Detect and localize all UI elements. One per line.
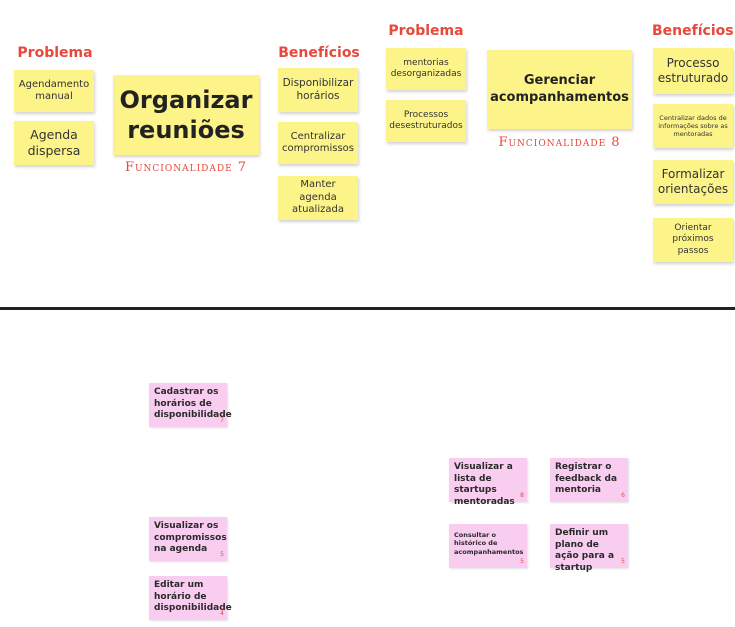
user-story-text: Definir um plano de ação para a startup xyxy=(555,528,615,574)
story-points: 5 xyxy=(220,551,224,559)
user-story-text: Visualizar os compromissos na agenda xyxy=(154,521,227,555)
feature-title-note[interactable]: Organizar reuniões xyxy=(113,75,259,155)
sticky-note-text: mentorias desorganizadas xyxy=(390,57,462,79)
sticky-note-text: Centralizar compromissos xyxy=(282,130,354,155)
beneficios-label-right: Benefícios xyxy=(652,23,734,39)
story-points: 6 xyxy=(621,492,625,500)
sticky-note-benefit[interactable]: Centralizar compromissos xyxy=(278,122,358,164)
user-story-text: Editar um horário de disponibilidade xyxy=(154,580,232,614)
sticky-note-text: Disponibilizar horários xyxy=(282,76,354,102)
problema-label-right: Problema xyxy=(388,23,464,39)
sticky-note-text: Formalizar orientações xyxy=(657,167,729,196)
sticky-note-problem[interactable]: Processos desestruturados xyxy=(386,100,466,142)
beneficios-label-left: Benefícios xyxy=(278,45,360,61)
user-story-note[interactable]: Visualizar a lista de startups mentorada… xyxy=(449,458,527,507)
sticky-note-text: Processo estruturado xyxy=(657,56,729,85)
sticky-note-text: Agenda dispersa xyxy=(27,127,81,158)
sticky-note-text: Processos desestruturados xyxy=(389,109,463,131)
sticky-note-problem[interactable]: Agendamento manual xyxy=(14,70,94,112)
story-points: 8 xyxy=(520,492,524,500)
user-story-note[interactable]: Visualizar os compromissos na agenda 5 xyxy=(149,517,227,561)
sticky-note-benefit[interactable]: Manter agenda atualizada xyxy=(278,176,358,220)
sticky-note-benefit[interactable]: Processo estruturado xyxy=(653,48,733,94)
sticky-note-problem[interactable]: mentorias desorganizadas xyxy=(386,48,466,90)
user-story-text: Visualizar a lista de startups mentorada… xyxy=(454,462,515,508)
funcionalidade-label: Funcionalidade 7 xyxy=(124,160,248,175)
feature-title-text: Organizar reuniões xyxy=(119,86,253,144)
sticky-note-text: Orientar próximos passos xyxy=(672,223,714,256)
user-story-note[interactable]: Consultar o histórico de acompanhamentos… xyxy=(449,524,527,568)
sticky-note-benefit[interactable]: Orientar próximos passos xyxy=(653,218,733,262)
sticky-note-benefit[interactable]: Centralizar dados de informações sobre a… xyxy=(653,104,733,148)
user-story-note[interactable]: Definir um plano de ação para a startup … xyxy=(550,524,628,573)
sticky-note-problem[interactable]: Agenda dispersa xyxy=(14,121,94,165)
sticky-note-benefit[interactable]: Disponibilizar horários xyxy=(278,68,358,112)
section-divider xyxy=(0,307,735,310)
funcionalidade-label: Funcionalidade 8 xyxy=(498,135,621,150)
story-points: 5 xyxy=(520,558,524,566)
user-story-text: Consultar o histórico de acompanhamentos xyxy=(454,531,524,556)
story-points: 5 xyxy=(621,558,625,566)
feature-title-note[interactable]: Gerenciar acompanhamentos xyxy=(487,50,632,129)
story-points: 4 xyxy=(220,610,224,618)
feature-title-text: Gerenciar acompanhamentos xyxy=(490,73,629,105)
user-story-note[interactable]: Registrar o feedback da mentoria 6 xyxy=(550,458,628,502)
sticky-note-text: Agendamento manual xyxy=(18,78,90,103)
sticky-note-benefit[interactable]: Formalizar orientações xyxy=(653,160,733,204)
user-story-text: Registrar o feedback da mentoria xyxy=(555,462,618,496)
sticky-note-text: Manter agenda atualizada xyxy=(292,179,344,216)
user-story-note[interactable]: Cadastrar os horários de disponibilidade… xyxy=(149,383,232,427)
user-story-note[interactable]: Editar um horário de disponibilidade 4 xyxy=(149,576,232,620)
problema-label-left: Problema xyxy=(17,45,93,61)
user-story-text: Cadastrar os horários de disponibilidade xyxy=(154,387,232,421)
sticky-note-text: Centralizar dados de informações sobre a… xyxy=(658,113,728,139)
story-points: 7 xyxy=(220,417,224,425)
